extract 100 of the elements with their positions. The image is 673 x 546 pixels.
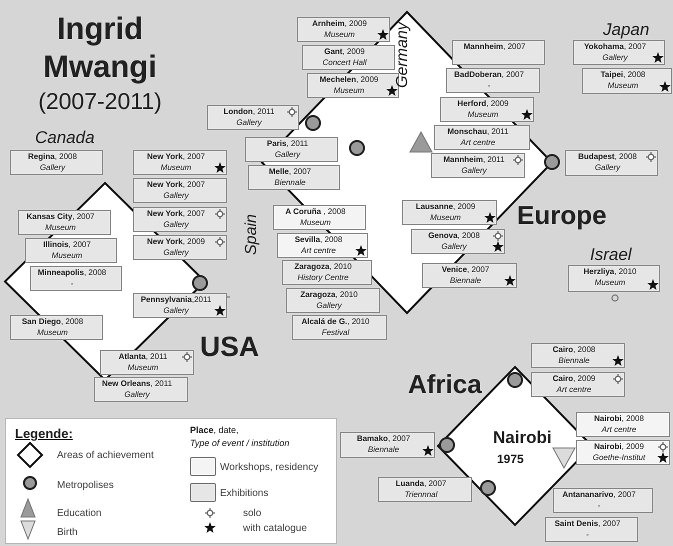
event-type-text: Gallery — [162, 306, 190, 316]
event-type-text: Biennale — [273, 178, 307, 188]
place-date-text: Monschau, 2011 — [446, 127, 510, 138]
place-date-text: Atlanta, 2011 — [118, 352, 168, 362]
event-card — [531, 343, 625, 368]
title: Ingrid Mwangi (2007-2011) — [37, 10, 163, 116]
place-label: 1975 — [497, 452, 524, 466]
event-card — [576, 412, 670, 437]
event-type-text: Goethe-Institut — [592, 452, 646, 463]
event-card — [133, 293, 227, 318]
event-card — [446, 68, 540, 93]
event-type-text: Gallery — [594, 162, 622, 173]
event-type-text: Gallery — [235, 118, 263, 128]
place-date-text: Arnheim, 2009 — [311, 19, 368, 30]
event-type-text: Museum — [126, 362, 160, 373]
event-type-text: Museum — [299, 218, 332, 228]
event-type-text: Gallery — [274, 150, 302, 160]
event-type-text: Museum — [323, 30, 356, 40]
event-card — [133, 150, 227, 175]
legend-text: Birth — [57, 527, 78, 538]
event-type-text: History Centre — [296, 272, 350, 283]
event-type-text: Art centre — [300, 246, 337, 256]
legend-text: Areas of achievement — [57, 450, 154, 461]
event-type-text: Art centre — [459, 138, 496, 148]
event-card — [531, 372, 625, 397]
place-date-text: San Diego, 2008 — [20, 317, 84, 328]
place-date-text: Regina, 2008 — [27, 152, 78, 162]
event-card — [422, 263, 517, 288]
legend-text: Workshops, residency — [220, 462, 318, 473]
event-type-text: Biennale — [448, 276, 482, 286]
place-date-text: London, 2011 — [222, 107, 276, 118]
place-date-text: New York, 2007 — [146, 180, 206, 190]
event-type-text: Gallery — [162, 220, 190, 230]
event-type-text: - — [70, 278, 74, 289]
event-card — [277, 233, 368, 258]
legend-text: Metropolises — [57, 480, 114, 491]
place-date-text: Paris, 2011 — [266, 139, 310, 150]
event-type-text: Museum — [606, 80, 640, 91]
country-label: Japan — [603, 20, 650, 40]
event-card — [248, 165, 340, 190]
event-type-text: Museum — [36, 328, 69, 338]
legend-text: solo — [243, 508, 262, 519]
place-date-text: Kansas City, 2007 — [25, 212, 96, 222]
place-date-text: Alcalá de G., 2010 — [300, 317, 371, 328]
event-type-text: Museum — [160, 162, 192, 173]
event-card — [10, 315, 103, 340]
place-date-text: New Orleans, 2011 — [100, 379, 174, 390]
event-card — [553, 488, 653, 513]
country-label: Spain — [243, 214, 261, 255]
place-label: Nairobi — [493, 428, 552, 448]
place-date-text: New York, 2007 — [146, 209, 206, 220]
event-card — [545, 517, 638, 542]
place-date-text: A Coruña , 2008 — [284, 207, 347, 218]
place-date-text: Cairo, 2009 — [552, 374, 596, 384]
event-type-text: Museum — [44, 222, 77, 233]
legend-text: Education — [57, 508, 102, 519]
place-date-text: Zaragoza, 2010 — [293, 262, 353, 272]
place-date-text: Minneapolis, 2008 — [36, 268, 108, 278]
place-date-text: Venice, 2007 — [440, 265, 490, 276]
event-card — [245, 137, 338, 162]
place-date-text: Antananarivo, 2007 — [561, 490, 637, 500]
region-label: USA — [200, 331, 260, 363]
place-date-text: Luanda, 2007 — [394, 479, 448, 490]
event-card — [411, 229, 505, 254]
event-type-text: - — [596, 500, 602, 511]
event-card — [25, 238, 117, 263]
place-date-text: Lausanne, 2009 — [414, 202, 476, 212]
legend-text: Exhibitions — [220, 488, 268, 499]
event-card — [576, 440, 670, 465]
event-type-text: - — [486, 80, 492, 91]
event-card — [402, 200, 497, 225]
place-date-text: Mannheim, 2007 — [462, 42, 526, 52]
event-card — [378, 477, 472, 502]
event-card — [452, 40, 545, 65]
event-type-text: Gallery — [123, 390, 151, 400]
event-type-text: Museum — [332, 86, 366, 96]
event-type-text: Gallery — [315, 300, 343, 311]
event-card — [18, 210, 111, 235]
place-date-text: New York, 2009 — [146, 237, 206, 248]
event-card — [133, 178, 227, 203]
event-type-text: Museum — [50, 250, 84, 261]
event-type-text: Art centre — [555, 384, 592, 395]
event-card — [133, 207, 227, 232]
event-card — [30, 266, 122, 291]
country-label: Germany — [394, 22, 412, 88]
event-card — [565, 150, 658, 176]
place-date-text: Herford, 2009 — [456, 99, 510, 110]
event-card — [292, 315, 387, 340]
event-card — [207, 105, 299, 130]
place-date-text: Budapest, 2008 — [577, 152, 638, 162]
place-date-text: Sevilla, 2008 — [294, 235, 344, 246]
event-type-text: Gallery — [440, 242, 468, 252]
event-type-text: Gallery — [460, 166, 488, 176]
event-type-text: - — [585, 530, 590, 540]
event-card — [94, 377, 188, 402]
event-card — [286, 288, 380, 313]
place-date-text: Bamako, 2007 — [356, 434, 412, 444]
event-card — [431, 153, 525, 178]
event-card — [282, 260, 372, 285]
legend-heading: Place, date, — [190, 425, 239, 435]
